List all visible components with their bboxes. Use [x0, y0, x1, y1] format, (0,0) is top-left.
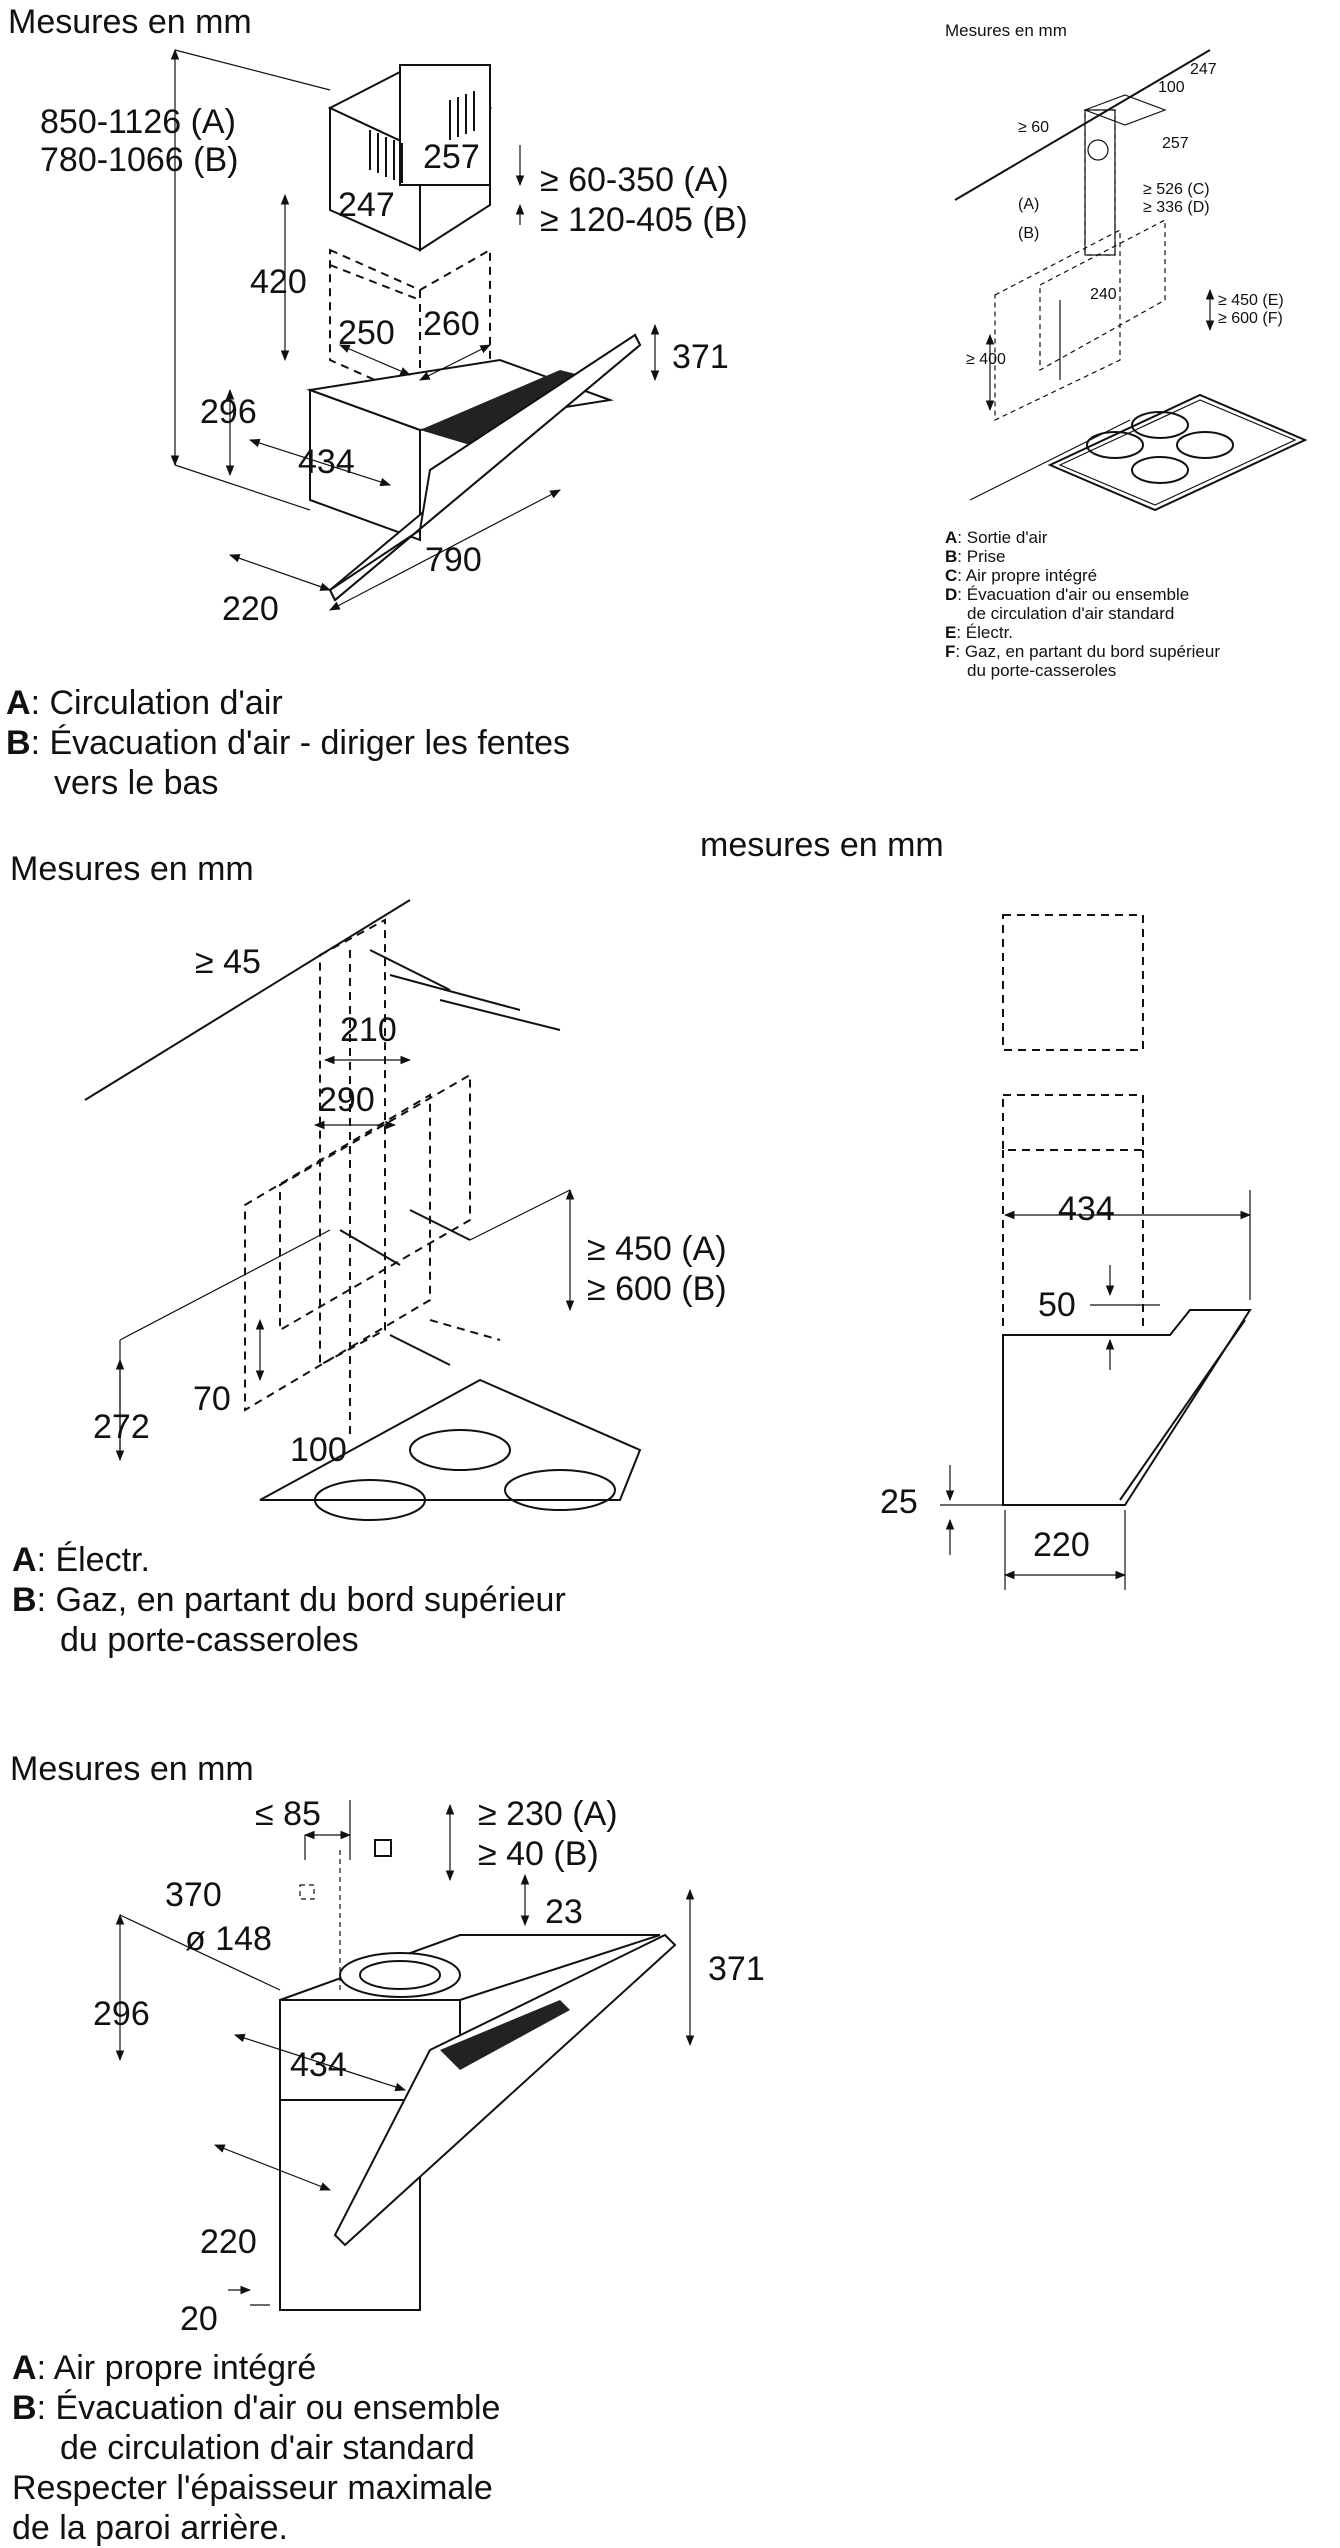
dim-inner-w: 250: [338, 314, 395, 352]
legend-item: D: Évacuation d'air ou ensemble: [945, 585, 1190, 604]
dim-220-p5: 220: [200, 2223, 257, 2261]
dim-e450: ≥ 450 (E): [1218, 292, 1284, 309]
dim-top-gap-a: ≥ 60-350 (A): [540, 161, 729, 199]
dim-height-a: 850-1126 (A): [40, 103, 236, 141]
dim-371-p5: 371: [708, 1950, 765, 1988]
dim-c526: ≥ 526 (C): [1143, 181, 1210, 198]
dim-272: 272: [93, 1408, 150, 1446]
dim-25: 25: [880, 1483, 918, 1521]
legend-item: de circulation d'air standard: [60, 2429, 475, 2467]
side-profile-drawing: [940, 914, 1252, 1590]
legend-item: du porte-casseroles: [60, 1621, 359, 1659]
hood-profile: [1002, 1309, 1252, 1506]
panel1-legend: A: Circulation d'air B: Évacuation d'air…: [6, 683, 570, 803]
duct-ring: [339, 1952, 461, 1998]
label-a: (A): [1018, 196, 1040, 213]
dim-b600: ≥ 600 (B): [587, 1270, 727, 1308]
dim-inner-d: 260: [423, 305, 480, 343]
panel1-title: Mesures en mm: [8, 3, 252, 41]
dim-220-p4: 220: [1033, 1526, 1090, 1564]
dim-100: 100: [1158, 79, 1185, 96]
dim-257: 257: [1162, 135, 1189, 152]
dim-210: 210: [340, 1011, 397, 1049]
dim-h400: ≥ 400: [966, 351, 1006, 368]
panel3-title: Mesures en mm: [10, 850, 254, 888]
legend-item: Respecter l'épaisseur maximale: [12, 2469, 493, 2507]
wall-layout-drawing: [954, 49, 1308, 512]
dim-434-p4: 434: [1058, 1190, 1115, 1228]
dim-247: 247: [1190, 61, 1217, 78]
dim-f600: ≥ 600 (F): [1218, 310, 1283, 327]
dim-chimney-w1: 257: [423, 138, 480, 176]
dim-240: 240: [1090, 286, 1117, 303]
dim-70: 70: [193, 1380, 231, 1418]
dim-glass-h: 371: [672, 338, 729, 376]
legend-item: de la paroi arrière.: [12, 2509, 288, 2547]
dim-434-p5: 434: [290, 2046, 347, 2084]
panel2-title: Mesures en mm: [945, 21, 1067, 40]
dim-d336: ≥ 336 (D): [1143, 199, 1210, 216]
panel4-title: mesures en mm: [700, 826, 944, 864]
dim-20: 20: [180, 2300, 218, 2338]
hood5-glass: [333, 1933, 677, 2247]
dim-chimney-w2: 247: [338, 186, 395, 224]
dim-290: 290: [318, 1081, 375, 1119]
legend-item: A: Électr.: [12, 1541, 150, 1579]
chimney-hood-drawing: [170, 48, 660, 611]
legend-item: C: Air propre intégré: [945, 566, 1098, 585]
dim-top-gap-b: ≥ 120-405 (B): [540, 201, 748, 239]
dim-max85: ≤ 85: [255, 1795, 321, 1833]
dim-body-d: 434: [298, 443, 355, 481]
legend-item: de circulation d'air standard: [967, 604, 1175, 623]
panel2-legend: A: Sortie d'air B: Prise C: Air propre i…: [945, 528, 1220, 680]
legend-item: B: Évacuation d'air - diriger les fentes: [6, 724, 570, 762]
label-b: (B): [1018, 225, 1040, 242]
dim-top60: ≥ 60: [1018, 119, 1050, 136]
dim-body-h: 296: [200, 393, 257, 431]
legend-item: du porte-casseroles: [967, 661, 1117, 680]
legend-item: A: Air propre intégré: [12, 2349, 317, 2387]
dim-50: 50: [1038, 1286, 1076, 1324]
mounting-drawing: [84, 899, 642, 1521]
dim-a450: ≥ 450 (A): [587, 1230, 727, 1268]
wall-screws: [339, 949, 561, 1366]
hood-with-duct-drawing: [115, 1800, 695, 2311]
dim-dia148: ø 148: [185, 1920, 272, 1958]
dim-b40: ≥ 40 (B): [478, 1835, 599, 1873]
panel3-legend: A: Électr. B: Gaz, en partant du bord su…: [12, 1540, 566, 1660]
dim-370: 370: [165, 1876, 222, 1914]
legend-item: vers le bas: [54, 764, 219, 802]
legend-item: A: Circulation d'air: [6, 684, 283, 722]
dim-base-d: 220: [222, 590, 279, 628]
legend-item: E: Électr.: [945, 623, 1014, 642]
dim-296-p5: 296: [93, 1995, 150, 2033]
dim-top45: ≥ 45: [195, 943, 261, 981]
dim-23: 23: [545, 1893, 583, 1931]
panel5-title: Mesures en mm: [10, 1750, 254, 1788]
legend-item: F: Gaz, en partant du bord supérieur: [945, 642, 1220, 661]
dim-width: 790: [425, 541, 482, 579]
legend-item: B: Prise: [945, 547, 1006, 566]
legend-item: B: Gaz, en partant du bord supérieur: [12, 1581, 566, 1619]
dim-100-b: 100: [290, 1431, 347, 1469]
panel5-legend: A: Air propre intégré B: Évacuation d'ai…: [12, 2348, 500, 2548]
dim-lower-h: 420: [250, 263, 307, 301]
vent-slots: [369, 91, 475, 183]
dim-a230: ≥ 230 (A): [478, 1795, 618, 1833]
legend-item: B: Évacuation d'air ou ensemble: [12, 2389, 501, 2427]
legend-item: A: Sortie d'air: [945, 528, 1048, 547]
dim-height-b: 780-1066 (B): [40, 141, 239, 179]
